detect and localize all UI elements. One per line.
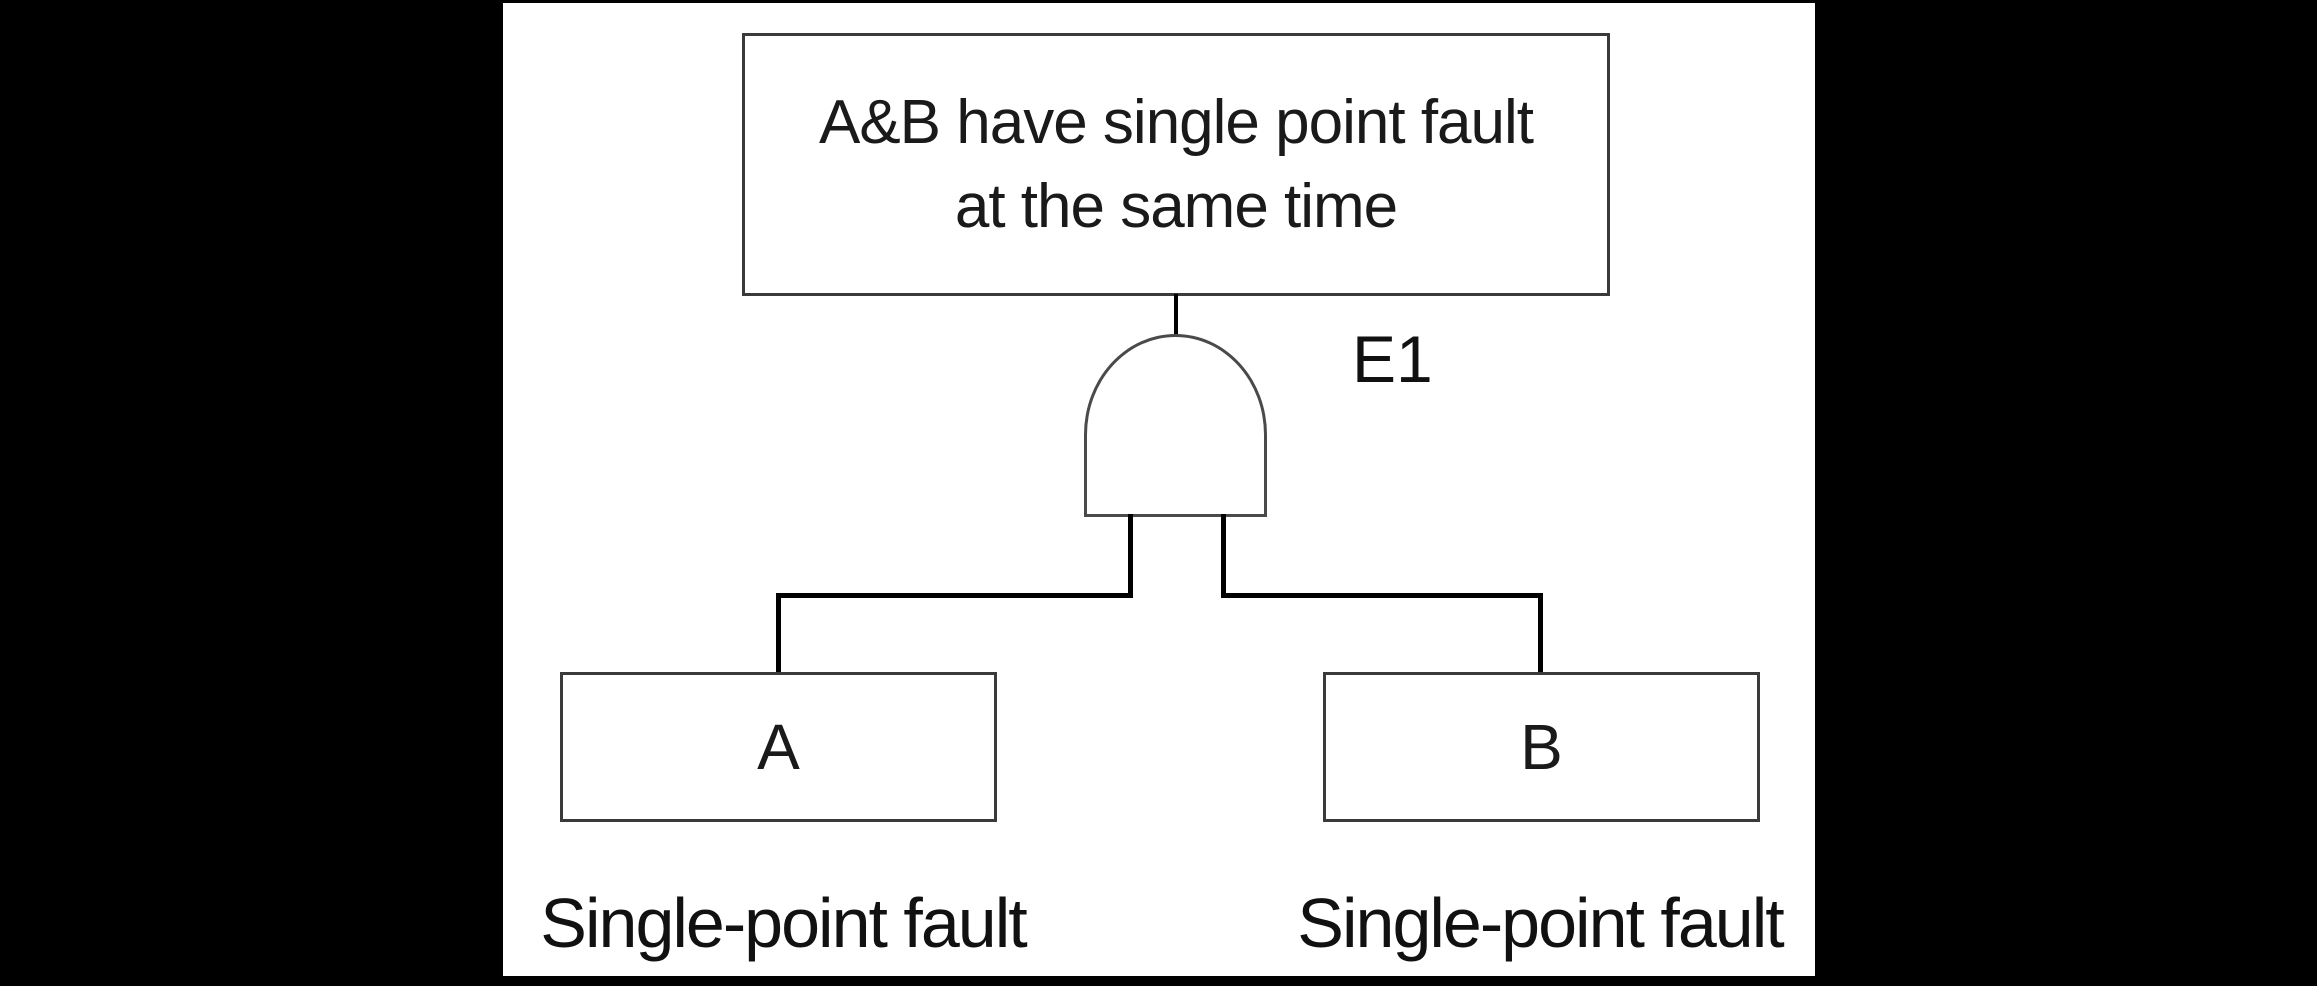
basic-event-b-letter: B bbox=[1520, 711, 1563, 783]
basic-event-b-caption: Single-point fault bbox=[1297, 884, 1784, 962]
top-event-box: A&B have single point fault at the same … bbox=[742, 33, 1610, 296]
basic-event-a-caption: Single-point fault bbox=[540, 884, 1027, 962]
basic-event-box-a: A bbox=[560, 672, 997, 822]
and-gate-icon bbox=[1084, 334, 1267, 517]
connector-top-event-to-gate bbox=[1174, 294, 1178, 336]
connector-rail-left bbox=[776, 593, 1133, 598]
top-event-text-line1: A&B have single point fault bbox=[818, 87, 1534, 157]
basic-event-a-letter: A bbox=[757, 711, 800, 783]
gate-label: E1 bbox=[1352, 322, 1433, 396]
gate-input-leg-left bbox=[1128, 514, 1133, 598]
gate-input-leg-right bbox=[1221, 514, 1226, 598]
connector-drop-to-a bbox=[776, 593, 781, 674]
connector-drop-to-b bbox=[1538, 593, 1543, 674]
top-event-text-line2: at the same time bbox=[954, 171, 1398, 241]
basic-event-box-b: B bbox=[1323, 672, 1760, 822]
connector-rail-right bbox=[1221, 593, 1543, 598]
